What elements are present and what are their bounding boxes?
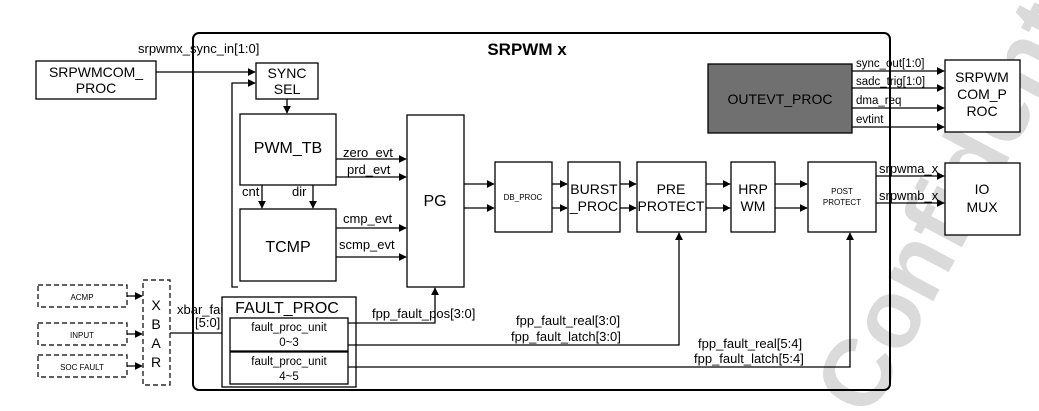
post-protect-line2: PROTECT: [823, 198, 861, 207]
pwm-tb-block: [239, 113, 337, 186]
srpwm-x-title: SRPWM x: [487, 40, 567, 59]
pre-protect-line1: PRE: [657, 181, 686, 197]
hrpwm-line2: WM: [741, 198, 766, 214]
fpp-fault-30-wire: [348, 232, 683, 346]
db-proc-label: DB_PROC: [504, 193, 543, 202]
db-proc-block: [494, 161, 553, 233]
tcmp-label: TCMP: [265, 239, 310, 256]
fpp-fault-pos-wire: [348, 287, 439, 324]
srpwmb-label: srpwmb_x: [879, 188, 939, 203]
scmp-evt-label: scmp_evt: [339, 237, 395, 252]
fpp-fault-pos-label: fpp_fault_pos[3:0]: [372, 306, 475, 321]
xbar-fault-label-line2: [5:0]: [195, 315, 220, 330]
sync-sel-feedback-wire: [231, 79, 256, 288]
prd-evt-label: prd_evt: [347, 162, 391, 177]
fault-proc-unit-b-line2: 4~5: [279, 371, 299, 383]
sadc-trig-label: sadc_trig[1:0]: [856, 76, 925, 88]
sync-sel-line2: SEL: [274, 81, 301, 97]
srpwm-com-proc-right-line3: ROC: [966, 103, 997, 119]
cmp-evt-label: cmp_evt: [343, 211, 393, 226]
zero-evt-label: zero_evt: [343, 145, 393, 160]
xbar-line2: B: [151, 316, 160, 332]
xbar-line4: R: [151, 354, 161, 370]
pg-label: PG: [423, 193, 446, 210]
outevt-proc-block: [707, 63, 853, 134]
fpp-fault-real-30-label: fpp_fault_real[3:0]: [516, 313, 620, 328]
fpp-fault-54-wire: [348, 232, 854, 368]
fault-proc-unit-4-5-block: [229, 351, 349, 385]
xbar-line1: X: [151, 297, 161, 313]
post-protect-block: [807, 161, 877, 233]
fpp-fault-real-54-label: fpp_fault_real[5:4]: [698, 336, 802, 351]
dma-req-label: dma_req: [856, 95, 901, 107]
evtint-label: evtint: [856, 114, 884, 126]
io-mux-line2: MUX: [966, 199, 998, 215]
hrpwm-line1: HRP: [738, 181, 768, 197]
io-mux-line1: IO: [975, 181, 990, 197]
srpwmx-sync-in-label: srpwmx_sync_in[1:0]: [138, 41, 259, 56]
srpwm-x-container: [192, 32, 891, 391]
xbar-line3: A: [151, 335, 161, 351]
pre-protect-line2: PROTECT: [638, 198, 705, 214]
srpwmcom-proc-left-block: [35, 60, 157, 100]
srpwmcom-proc-left-line1: SRPWMCOM_: [49, 64, 143, 80]
post-protect-line1: POST: [831, 187, 853, 196]
pg-block: [406, 114, 465, 288]
fault-proc-unit-b-line1: fault_proc_unit: [251, 356, 327, 368]
fpp-fault-latch-30-label: fpp_fault_latch[3:0]: [511, 329, 621, 344]
srpwm-com-proc-right-block: [944, 59, 1021, 133]
cnt-label: cnt: [242, 184, 260, 199]
fault-proc-unit-0-3-block: [229, 317, 349, 352]
pwm-tb-label: PWM_TB: [254, 140, 322, 157]
srpwm-com-proc-right-line2: COM_P: [957, 86, 1007, 102]
pre-protect-block: [636, 161, 707, 233]
burst-proc-block: [567, 161, 621, 233]
io-mux-block: [944, 162, 1021, 236]
fault-proc-unit-a-line2: 0~3: [279, 337, 299, 349]
xbar-fault-label-line1: xbar_fault: [177, 302, 234, 317]
burst-proc-line2: _PROC: [569, 198, 618, 214]
sync-sel-line1: SYNC: [268, 65, 307, 81]
srpwm-com-proc-right-line1: SRPWM: [955, 69, 1009, 85]
acmp-label: ACMP: [70, 293, 93, 302]
outevt-proc-label: OUTEVT_PROC: [727, 91, 832, 107]
srpwmcom-proc-left-line2: PROC: [76, 80, 116, 96]
input-label: INPUT: [70, 331, 94, 340]
xbar-block: [142, 279, 171, 386]
soc-fault-label: SOC FAULT: [60, 363, 104, 372]
fpp-fault-latch-54-label: fpp_fault_latch[5:4]: [694, 351, 804, 366]
fault-proc-label: FAULT_PROC: [235, 300, 339, 317]
dir-label: dir: [292, 184, 307, 199]
burst-proc-line1: BURST: [570, 181, 618, 197]
sync-out-label: sync_out[1:0]: [856, 58, 924, 70]
srpwma-label: srpwma_x: [879, 161, 939, 176]
hrpwm-block: [730, 161, 776, 233]
fault-proc-unit-a-line1: fault_proc_unit: [251, 322, 327, 334]
tcmp-block: [239, 208, 337, 282]
